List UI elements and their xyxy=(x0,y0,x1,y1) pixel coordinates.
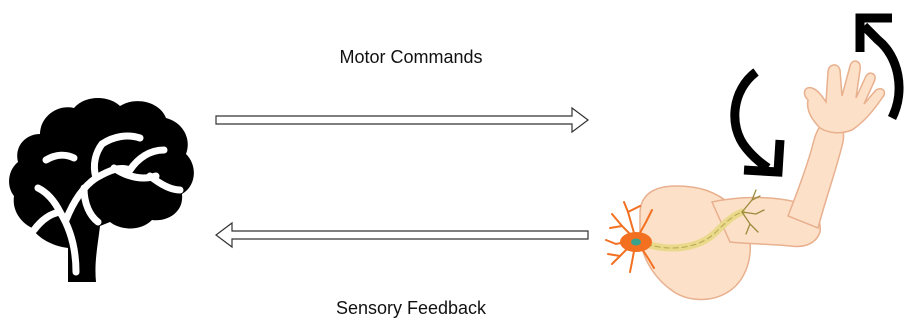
motor-commands-arrow xyxy=(215,106,589,134)
rotate-down-icon xyxy=(730,68,785,177)
arm-with-neuron-illustration xyxy=(605,60,886,301)
hand-shape xyxy=(803,60,886,134)
rotate-up-icon xyxy=(855,13,904,121)
brain-icon xyxy=(9,98,194,282)
neuron-cell-body xyxy=(605,201,655,273)
motor-commands-label: Motor Commands xyxy=(339,47,482,67)
forearm-shape xyxy=(787,117,845,230)
sensory-feedback-arrow xyxy=(215,221,589,249)
sensory-feedback-label: Sensory Feedback xyxy=(336,298,487,318)
